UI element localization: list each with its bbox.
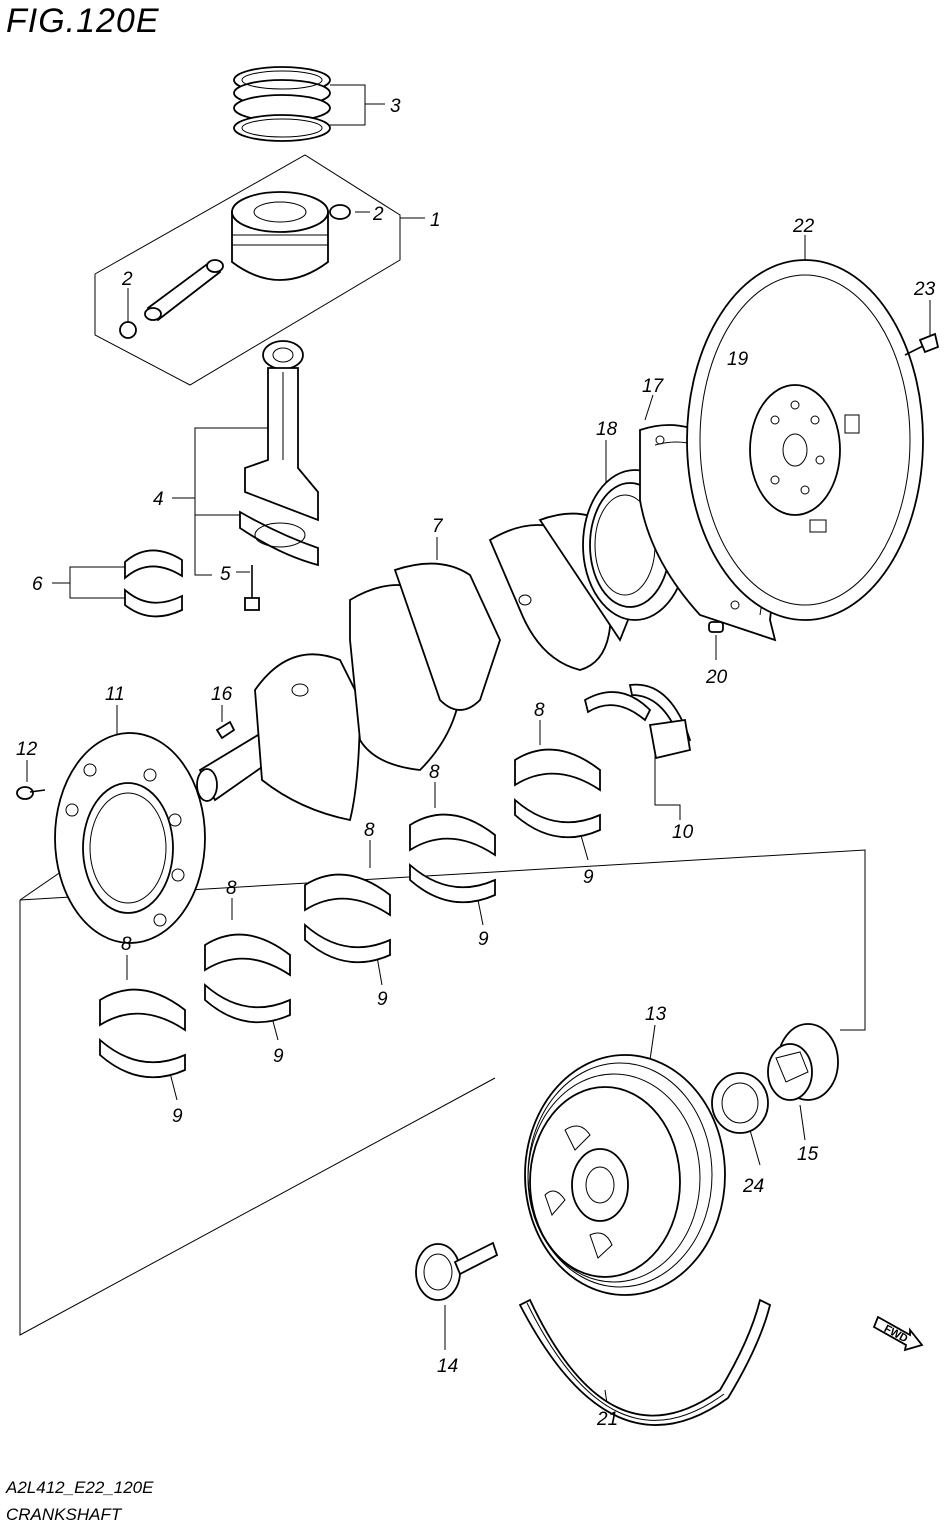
crankshaft-pulley bbox=[524, 1054, 726, 1296]
callout-19: 19 bbox=[727, 349, 749, 370]
callout-11: 11 bbox=[105, 684, 125, 705]
callout-16: 16 bbox=[211, 684, 233, 705]
callout-9: 9 bbox=[583, 867, 594, 888]
callout-8: 8 bbox=[534, 700, 545, 721]
conrod-bearing bbox=[124, 549, 183, 618]
flywheel bbox=[686, 259, 924, 621]
callout-22: 22 bbox=[792, 216, 815, 237]
diagram-code: A2L412_E22_120E bbox=[6, 1478, 154, 1497]
callout-9: 9 bbox=[478, 929, 489, 950]
callout-12: 12 bbox=[16, 739, 38, 760]
rotor-screw bbox=[16, 786, 46, 800]
figure-title: FIG.120E bbox=[6, 2, 160, 40]
callout-13: 13 bbox=[645, 1004, 667, 1025]
callout-10: 10 bbox=[672, 822, 694, 843]
piston-rings bbox=[233, 66, 331, 142]
piston-pin bbox=[119, 259, 224, 339]
callout-9: 9 bbox=[273, 1046, 284, 1067]
callout-21: 21 bbox=[596, 1409, 618, 1430]
callout-7: 7 bbox=[432, 516, 444, 537]
callout-17: 17 bbox=[642, 376, 665, 397]
timing-sprocket bbox=[767, 1023, 839, 1101]
crank-position-rotor bbox=[54, 732, 206, 944]
thrust-bearing bbox=[583, 683, 692, 760]
callout-14: 14 bbox=[437, 1356, 458, 1377]
woodruff-key bbox=[215, 720, 236, 740]
callout-9: 9 bbox=[172, 1106, 183, 1127]
callout-23: 23 bbox=[913, 279, 936, 300]
front-seal bbox=[711, 1072, 769, 1134]
callout-labels: 3 2 1 2 4 5 6 7 18 17 19 22 23 20 10 11 … bbox=[16, 96, 936, 1430]
leader-lines bbox=[19, 84, 931, 1411]
flywheel-bolt bbox=[904, 332, 940, 356]
main-bearings bbox=[99, 748, 601, 1079]
callout-24: 24 bbox=[742, 1176, 764, 1197]
callout-9: 9 bbox=[377, 989, 388, 1010]
callout-18: 18 bbox=[596, 419, 618, 440]
callout-8: 8 bbox=[226, 878, 237, 899]
callout-4: 4 bbox=[153, 489, 164, 510]
callout-8: 8 bbox=[364, 820, 375, 841]
callout-3: 3 bbox=[390, 96, 401, 117]
pulley-bolt bbox=[415, 1241, 499, 1301]
fwd-label: FWD bbox=[882, 1323, 910, 1345]
callout-2: 2 bbox=[121, 269, 133, 290]
piston bbox=[231, 191, 351, 281]
callout-6: 6 bbox=[32, 574, 43, 595]
ribbed-belt bbox=[518, 1298, 772, 1426]
callout-1: 1 bbox=[430, 210, 441, 231]
callout-8: 8 bbox=[429, 762, 440, 783]
callout-8: 8 bbox=[121, 934, 132, 955]
dowel-pin bbox=[708, 621, 724, 633]
connecting-rod bbox=[239, 340, 319, 611]
fwd-arrow-icon: FWD bbox=[872, 1315, 924, 1352]
diagram-name: CRANKSHAFT bbox=[6, 1505, 122, 1524]
callout-15: 15 bbox=[797, 1144, 819, 1165]
callout-5: 5 bbox=[220, 564, 231, 585]
callout-20: 20 bbox=[705, 667, 728, 688]
callout-2: 2 bbox=[372, 204, 384, 225]
